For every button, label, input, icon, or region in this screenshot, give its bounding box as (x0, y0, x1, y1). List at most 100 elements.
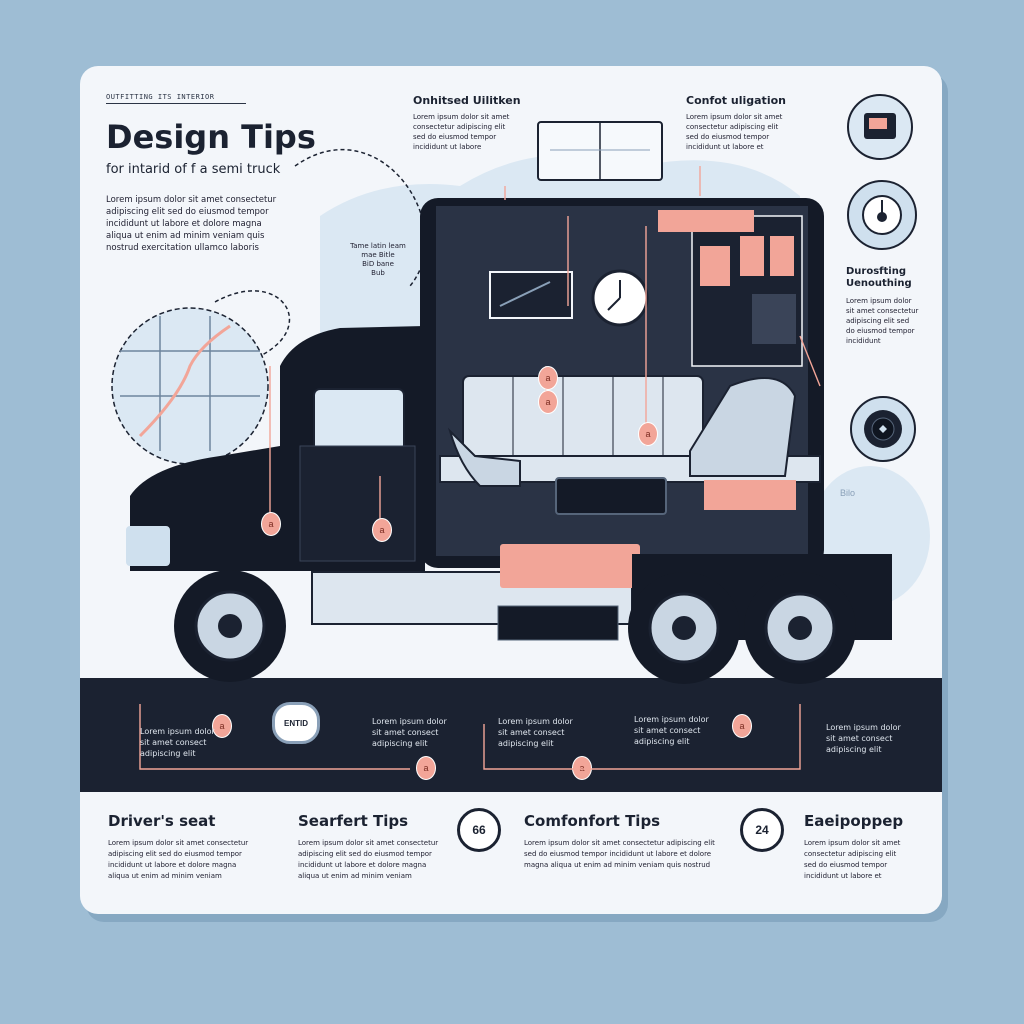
bottom-connector-lines (139, 704, 801, 770)
number-badge: 66 (457, 808, 501, 852)
bottom-band (80, 684, 942, 792)
callout-title: Durosfting Uenouthing (846, 266, 912, 289)
callout-line: sed do eiusmod tempor (413, 133, 497, 141)
section-title: Searfert Tips (298, 812, 409, 830)
map-note-line: mae Bitle (361, 251, 395, 259)
callout-text: Lorem ipsum dolor sit amet consectetur a… (413, 112, 528, 152)
callout-line: sit amet consectetur (846, 307, 919, 315)
band-note: Lorem ipsum dolor sit amet consect adipi… (140, 726, 220, 759)
section-line: aliqua ut enim ad minim veniam (298, 872, 412, 880)
band-note-line: Lorem ipsum dolor (498, 717, 573, 726)
section-title: Eaeipoppep (804, 812, 904, 830)
callout-line: incididunt ut labore et (686, 143, 764, 151)
callout-line: Lorem ipsum dolor sit amet (413, 113, 510, 121)
intro-line: nostrud exercitation ullamco laboris (106, 243, 259, 253)
section-text: Lorem ipsum dolor sit amet consectetur a… (108, 838, 278, 882)
band-note-line: adipiscing elit (634, 737, 690, 746)
callout-line: incididunt ut labore (413, 143, 482, 151)
band-note-line: adipiscing elit (498, 739, 554, 748)
wheel-rear-1 (628, 572, 740, 684)
map-circle (111, 307, 269, 465)
bottom-pill: ENTID (272, 702, 320, 744)
marker: a (372, 518, 392, 542)
callout-title: Onhitsed Uilitken (413, 94, 521, 107)
section-line: Lorem ipsum dolor sit amet consectetur (298, 839, 439, 847)
band-note-line: sit amet consect (826, 734, 893, 743)
marker: a (538, 366, 558, 390)
callout-title: Confot uligation (686, 94, 786, 107)
semi-truck-illustration (80, 121, 942, 686)
intro-line: incididunt ut labore et dolore magna (106, 219, 262, 229)
callout-line: Lorem ipsum dolor sit amet (686, 113, 783, 121)
band-note-line: Lorem ipsum dolor (634, 715, 709, 724)
section-line: sed do eiusmod tempor (804, 861, 888, 869)
screen-icon (847, 94, 913, 160)
band-note-line: adipiscing elit (140, 749, 196, 758)
map-note-line: Bub (371, 269, 385, 277)
infographic-card: OUTFITTING ITS INTERIOR Design Tips for … (80, 66, 942, 914)
section-line: Lorem ipsum dolor sit amet consectetur a… (524, 839, 715, 847)
section-line: adipiscing elit sed do eiusmod tempor (298, 850, 432, 858)
section-line: incididunt ut labore et (804, 872, 882, 880)
page-title: Design Tips (106, 118, 316, 156)
band-note-line: sit amet consect (634, 726, 701, 735)
marker: a (212, 714, 232, 738)
callout-line: Lorem ipsum dolor (846, 297, 912, 305)
wheel-front (174, 570, 286, 682)
band-note-line: sit amet consect (372, 728, 439, 737)
section-line: magna aliqua ut enim ad minim veniam qui… (524, 861, 711, 869)
section-line: incididunt ut labore et dolore magna (108, 861, 237, 869)
intro-paragraph: Lorem ipsum dolor sit amet consectetur a… (106, 194, 291, 254)
marker: a (416, 756, 436, 780)
intro-line: adipiscing elit sed do eiusmod tempor (106, 207, 269, 217)
band-note-line: adipiscing elit (372, 739, 428, 748)
intro-line: aliqua ut enim ad minim veniam quis (106, 231, 265, 241)
section-line: Lorem ipsum dolor sit amet consectetur (108, 839, 249, 847)
callout-line: incididunt (846, 337, 881, 345)
band-note: Lorem ipsum dolor sit amet consect adipi… (372, 716, 462, 749)
wheel-rear-2 (744, 572, 856, 684)
callout-line: sed do eiusmod tempor (686, 133, 770, 141)
gauge-icon (847, 180, 917, 250)
knob-icon (850, 396, 916, 462)
band-note: Lorem ipsum dolor sit amet consect adipi… (634, 714, 724, 747)
marker: a (638, 422, 658, 446)
section-line: Lorem ipsum dolor sit amet (804, 839, 901, 847)
number-badge: 24 (740, 808, 784, 852)
map-note: Tame latin leam mae Bitle BiD bane Bub (338, 242, 418, 278)
section-line: consectetur adipiscing elit (804, 850, 897, 858)
marker: a (572, 756, 592, 780)
intro-line: Lorem ipsum dolor sit amet consectetur (106, 195, 277, 205)
band-note-line: Lorem ipsum dolor (826, 723, 901, 732)
section-line: sed do eiusmod tempor incididunt ut labo… (524, 850, 712, 858)
storage-drawer-illustration (537, 121, 663, 181)
section-title: Comfonfort Tips (524, 812, 661, 830)
band-note-line: sit amet consect (498, 728, 565, 737)
marker: a (732, 714, 752, 738)
map-note-line: Tame latin leam (350, 242, 406, 250)
section-line: adipiscing elit sed do eiusmod tempor (108, 850, 242, 858)
callout-line: consectetur adipiscing elit (686, 123, 779, 131)
band-note-line: adipiscing elit (826, 745, 882, 754)
map-note-line: BiD bane (362, 260, 394, 268)
section-line: incididunt ut labore et dolore magna (298, 861, 427, 869)
band-note: Lorem ipsum dolor sit amet consect adipi… (826, 722, 916, 755)
marker: a (538, 390, 558, 414)
section-text: Lorem ipsum dolor sit amet consectetur a… (298, 838, 468, 882)
callout-text: Lorem ipsum dolor sit amet consectetur a… (846, 296, 936, 346)
band-note: Lorem ipsum dolor sit amet consect adipi… (498, 716, 588, 749)
callout-text: Lorem ipsum dolor sit amet consectetur a… (686, 112, 801, 152)
callout-line: do eiusmod tempor (846, 327, 915, 335)
band-note-line: Lorem ipsum dolor (372, 717, 447, 726)
marker: a (261, 512, 281, 536)
callout-line: consectetur adipiscing elit (413, 123, 506, 131)
band-note-line: sit amet consect (140, 738, 207, 747)
header-kicker: OUTFITTING ITS INTERIOR (106, 93, 246, 104)
section-text: Lorem ipsum dolor sit amet consectetur a… (804, 838, 924, 882)
callout-line: adipiscing elit sed (846, 317, 910, 325)
section-title: Driver's seat (108, 812, 216, 830)
badge-label: Bilo (840, 488, 856, 498)
section-line: aliqua ut enim ad minim veniam (108, 872, 222, 880)
page-subtitle: for intarid of f a semi truck (106, 162, 281, 177)
section-text: Lorem ipsum dolor sit amet consectetur a… (524, 838, 724, 871)
